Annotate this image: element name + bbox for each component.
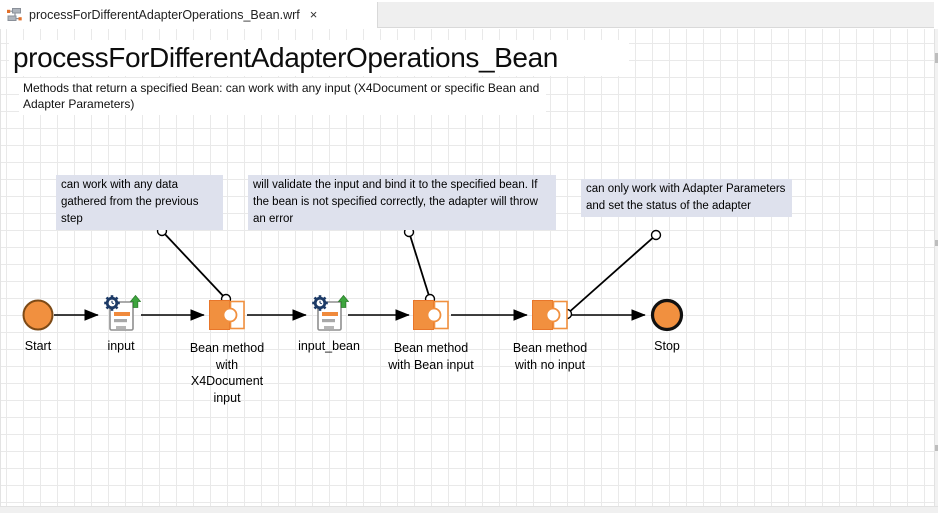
node-input-icon[interactable]	[101, 293, 141, 335]
tab-close-icon[interactable]: ×	[309, 7, 318, 22]
process-description: Methods that return a specified Bean: ca…	[23, 81, 540, 111]
node-start-icon[interactable]	[22, 299, 54, 331]
node-bean-beaninput-label: Bean method with Bean input	[388, 341, 474, 372]
annotation-note-2[interactable]: will validate the input and bind it to t…	[248, 175, 556, 230]
node-input-label: input	[107, 339, 135, 353]
process-title-block: processForDifferentAdapterOperations_Bea…	[9, 40, 629, 76]
tab-process-wrf[interactable]: processForDifferentAdapterOperations_Bea…	[0, 0, 377, 29]
tab-title: processForDifferentAdapterOperations_Bea…	[29, 7, 300, 22]
upload-arrow-icon	[129, 294, 141, 308]
workflow-file-icon	[7, 8, 22, 21]
node-bean-beaninput-icon[interactable]	[413, 300, 449, 330]
node-start-label: Start	[24, 339, 52, 353]
annotation-note-3[interactable]: can only work with Adapter Parameters an…	[581, 179, 792, 217]
editor-tab-bar: processForDifferentAdapterOperations_Bea…	[0, 0, 938, 29]
vertical-scrollbar[interactable]	[934, 29, 938, 506]
node-bean-noinput-label: Bean method with no input	[512, 341, 588, 372]
node-bean-x4document-label: Bean method with X4Document input	[189, 341, 265, 405]
node-input-bean-icon[interactable]	[309, 293, 349, 335]
upload-arrow-icon	[337, 294, 349, 308]
process-description-block: Methods that return a specified Bean: ca…	[19, 78, 546, 115]
horizontal-scrollbar[interactable]	[0, 506, 938, 513]
node-input-bean-label: input_bean	[298, 339, 360, 353]
node-stop-label: Stop	[654, 339, 680, 353]
node-bean-x4document-icon[interactable]	[209, 300, 245, 330]
annotation-note-1[interactable]: can work with any data gathered from the…	[56, 175, 223, 230]
node-stop-icon[interactable]	[649, 297, 685, 333]
gear-icon	[312, 295, 328, 311]
gear-icon	[104, 295, 120, 311]
process-title: processForDifferentAdapterOperations_Bea…	[13, 42, 558, 73]
node-bean-noinput-icon[interactable]	[532, 300, 568, 330]
tab-bar-empty-area	[377, 2, 934, 28]
process-canvas[interactable]: processForDifferentAdapterOperations_Bea…	[0, 29, 934, 506]
